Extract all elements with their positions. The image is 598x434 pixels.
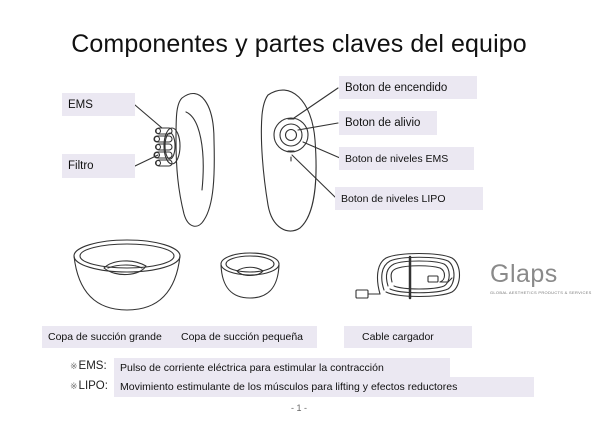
note-lipo-prefix: ※LIPO: — [70, 380, 108, 392]
small-suction-cup — [220, 252, 280, 299]
label-copa-grande: Copa de succión grande — [42, 326, 177, 348]
note-ems-text: Pulso de corriente eléctrica para estimu… — [114, 358, 450, 378]
asterisk-icon: ※ — [70, 381, 78, 391]
page-number: - 1 - — [290, 403, 307, 413]
asterisk-icon: ※ — [70, 361, 78, 371]
note-lipo-text: Movimiento estimulante de los músculos p… — [114, 377, 534, 397]
label-boton-alivio: Boton de alivio — [339, 111, 437, 135]
label-boton-encendido: Boton de encendido — [339, 76, 477, 99]
label-ems: EMS — [62, 93, 135, 116]
label-copa-pequena: Copa de succión pequeña — [175, 326, 317, 348]
logo-wordmark: Glaps — [490, 260, 558, 288]
note-ems-prefix: ※EMS: — [70, 360, 107, 372]
page-title: Componentes y partes claves del equipo — [71, 30, 527, 58]
glaps-logo: Glaps GLOBAL AESTHETICS PRODUCTS & SERVI… — [490, 260, 592, 296]
logo-tagline: GLOBAL AESTHETICS PRODUCTS & SERVICES — [490, 290, 592, 295]
device-side-view — [153, 92, 215, 227]
note-ems-key: EMS: — [78, 360, 107, 372]
label-cable-cargador: Cable cargador — [344, 326, 472, 348]
charging-cable — [355, 253, 461, 300]
device-front-view — [260, 89, 317, 232]
large-suction-cup — [73, 239, 181, 311]
label-boton-niveles-ems: Boton de niveles EMS — [339, 147, 474, 170]
note-lipo-key: LIPO: — [78, 380, 108, 392]
label-boton-niveles-lipo: Boton de niveles LIPO — [335, 187, 483, 210]
label-filtro: Filtro — [62, 154, 135, 178]
